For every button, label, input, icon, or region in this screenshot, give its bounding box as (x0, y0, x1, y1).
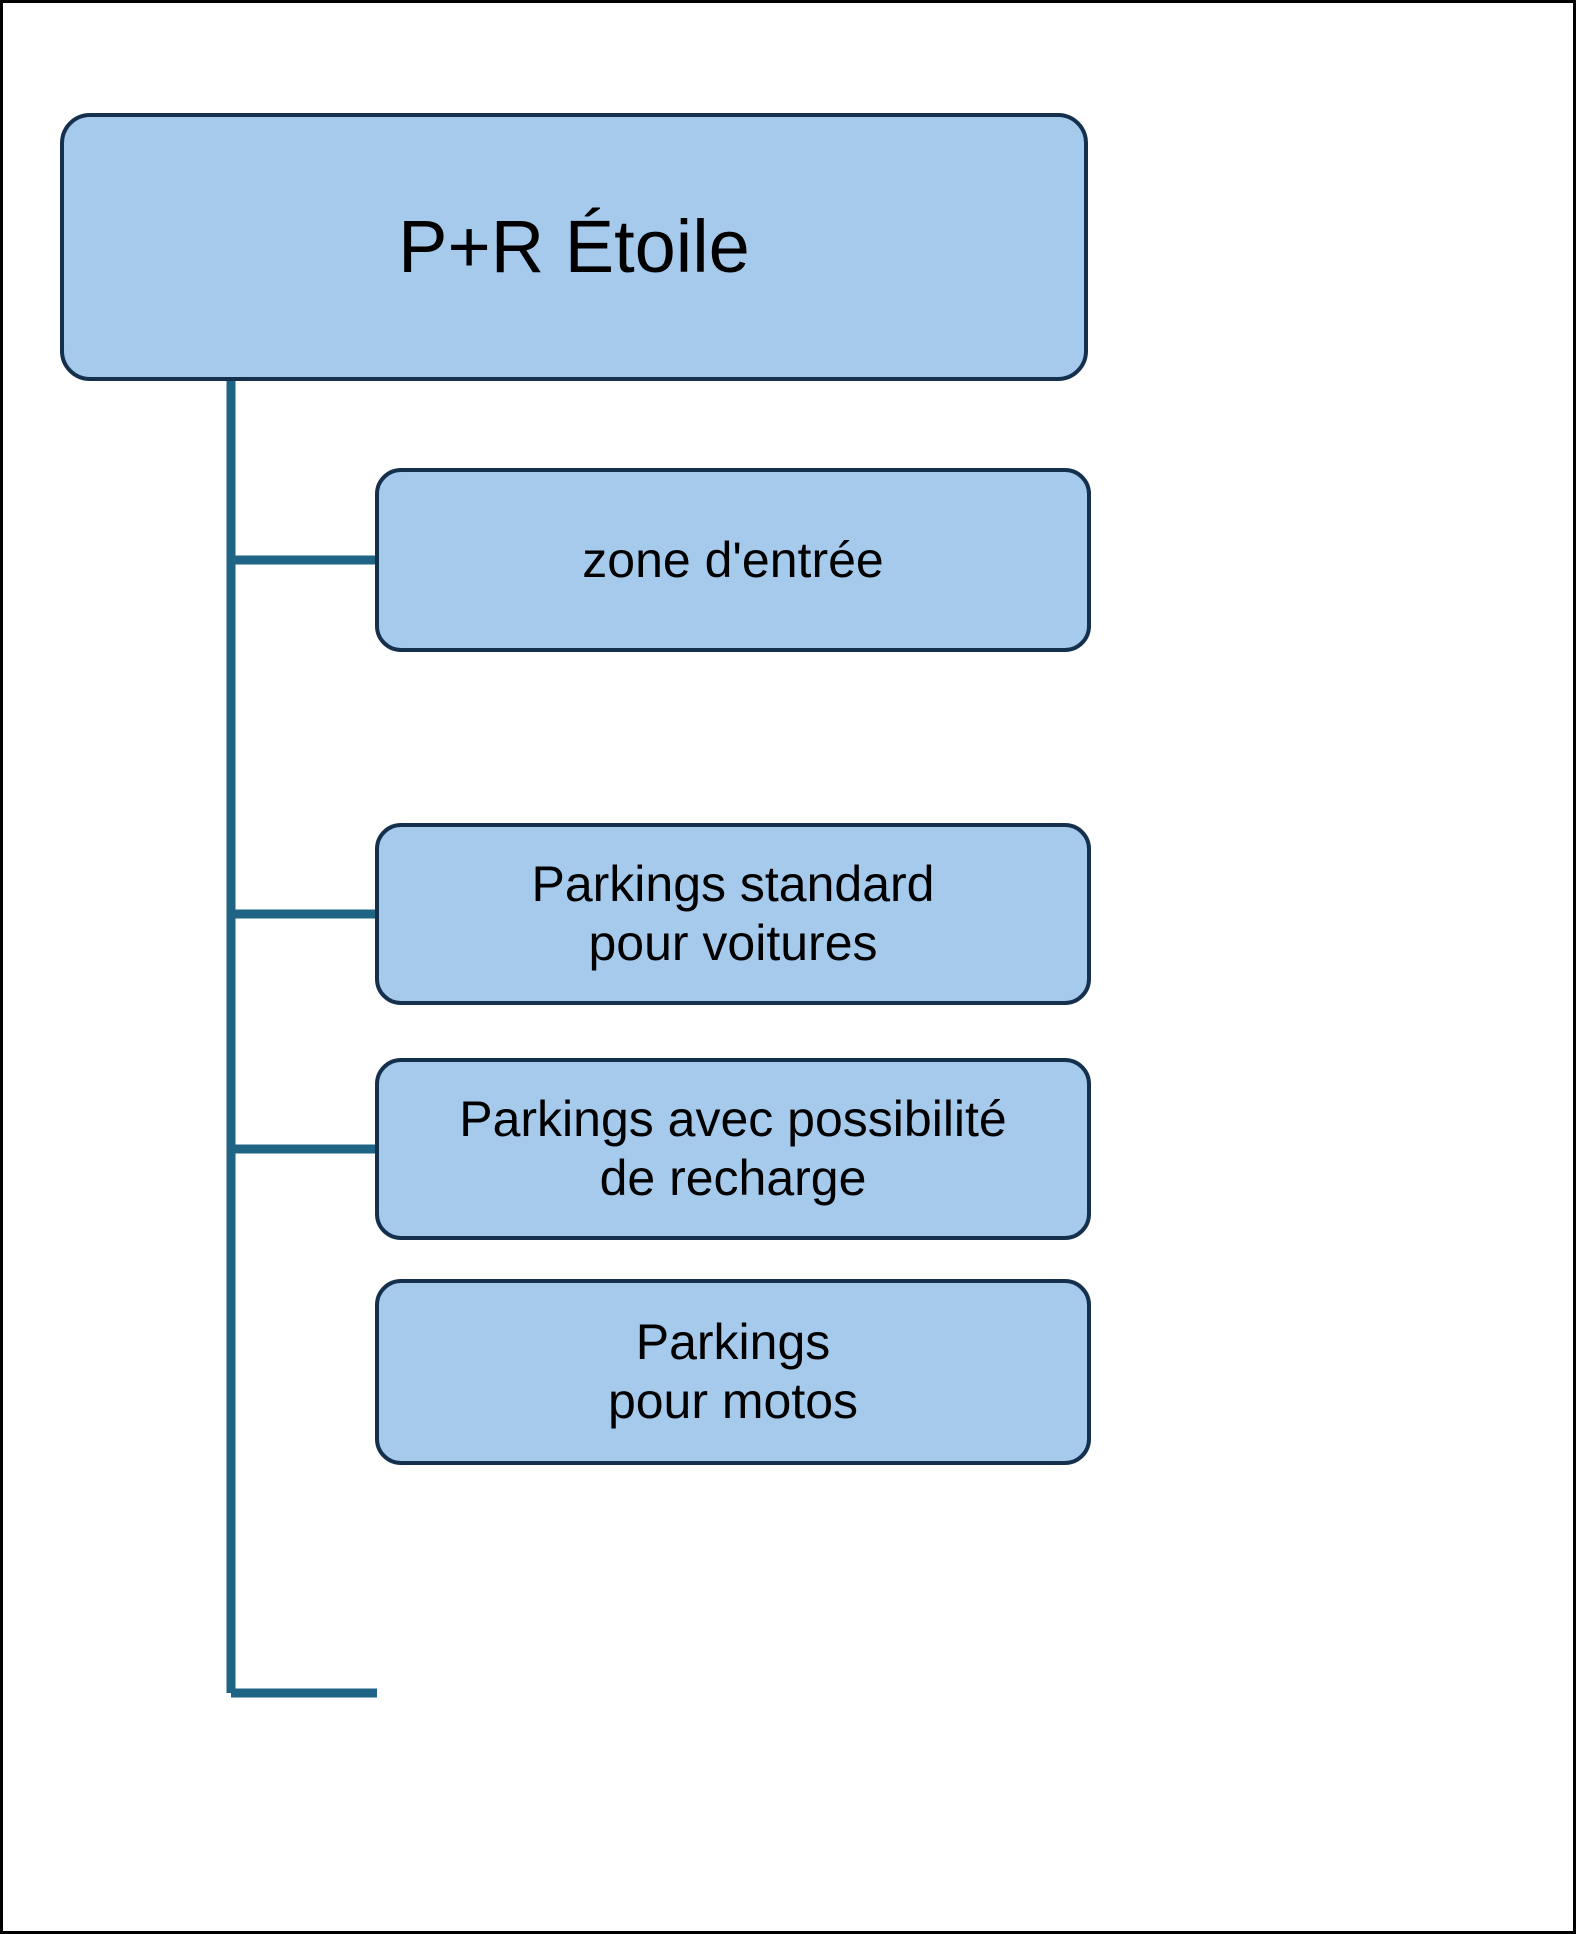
root-node-pr-etoile[interactable]: P+R Étoile (60, 113, 1088, 381)
child-node-parkings-standard-pour-voitures[interactable]: Parkings standard pour voitures (375, 823, 1091, 1005)
connector-layer (226, 381, 377, 1698)
child-node-parkings-avec-possibilite-de-recharge[interactable]: Parkings avec possibilité de recharge (375, 1058, 1091, 1240)
child-node-parkings-pour-motos[interactable]: Parkings pour motos (375, 1279, 1091, 1465)
child-node-zone-d-entree[interactable]: zone d'entrée (375, 468, 1091, 652)
